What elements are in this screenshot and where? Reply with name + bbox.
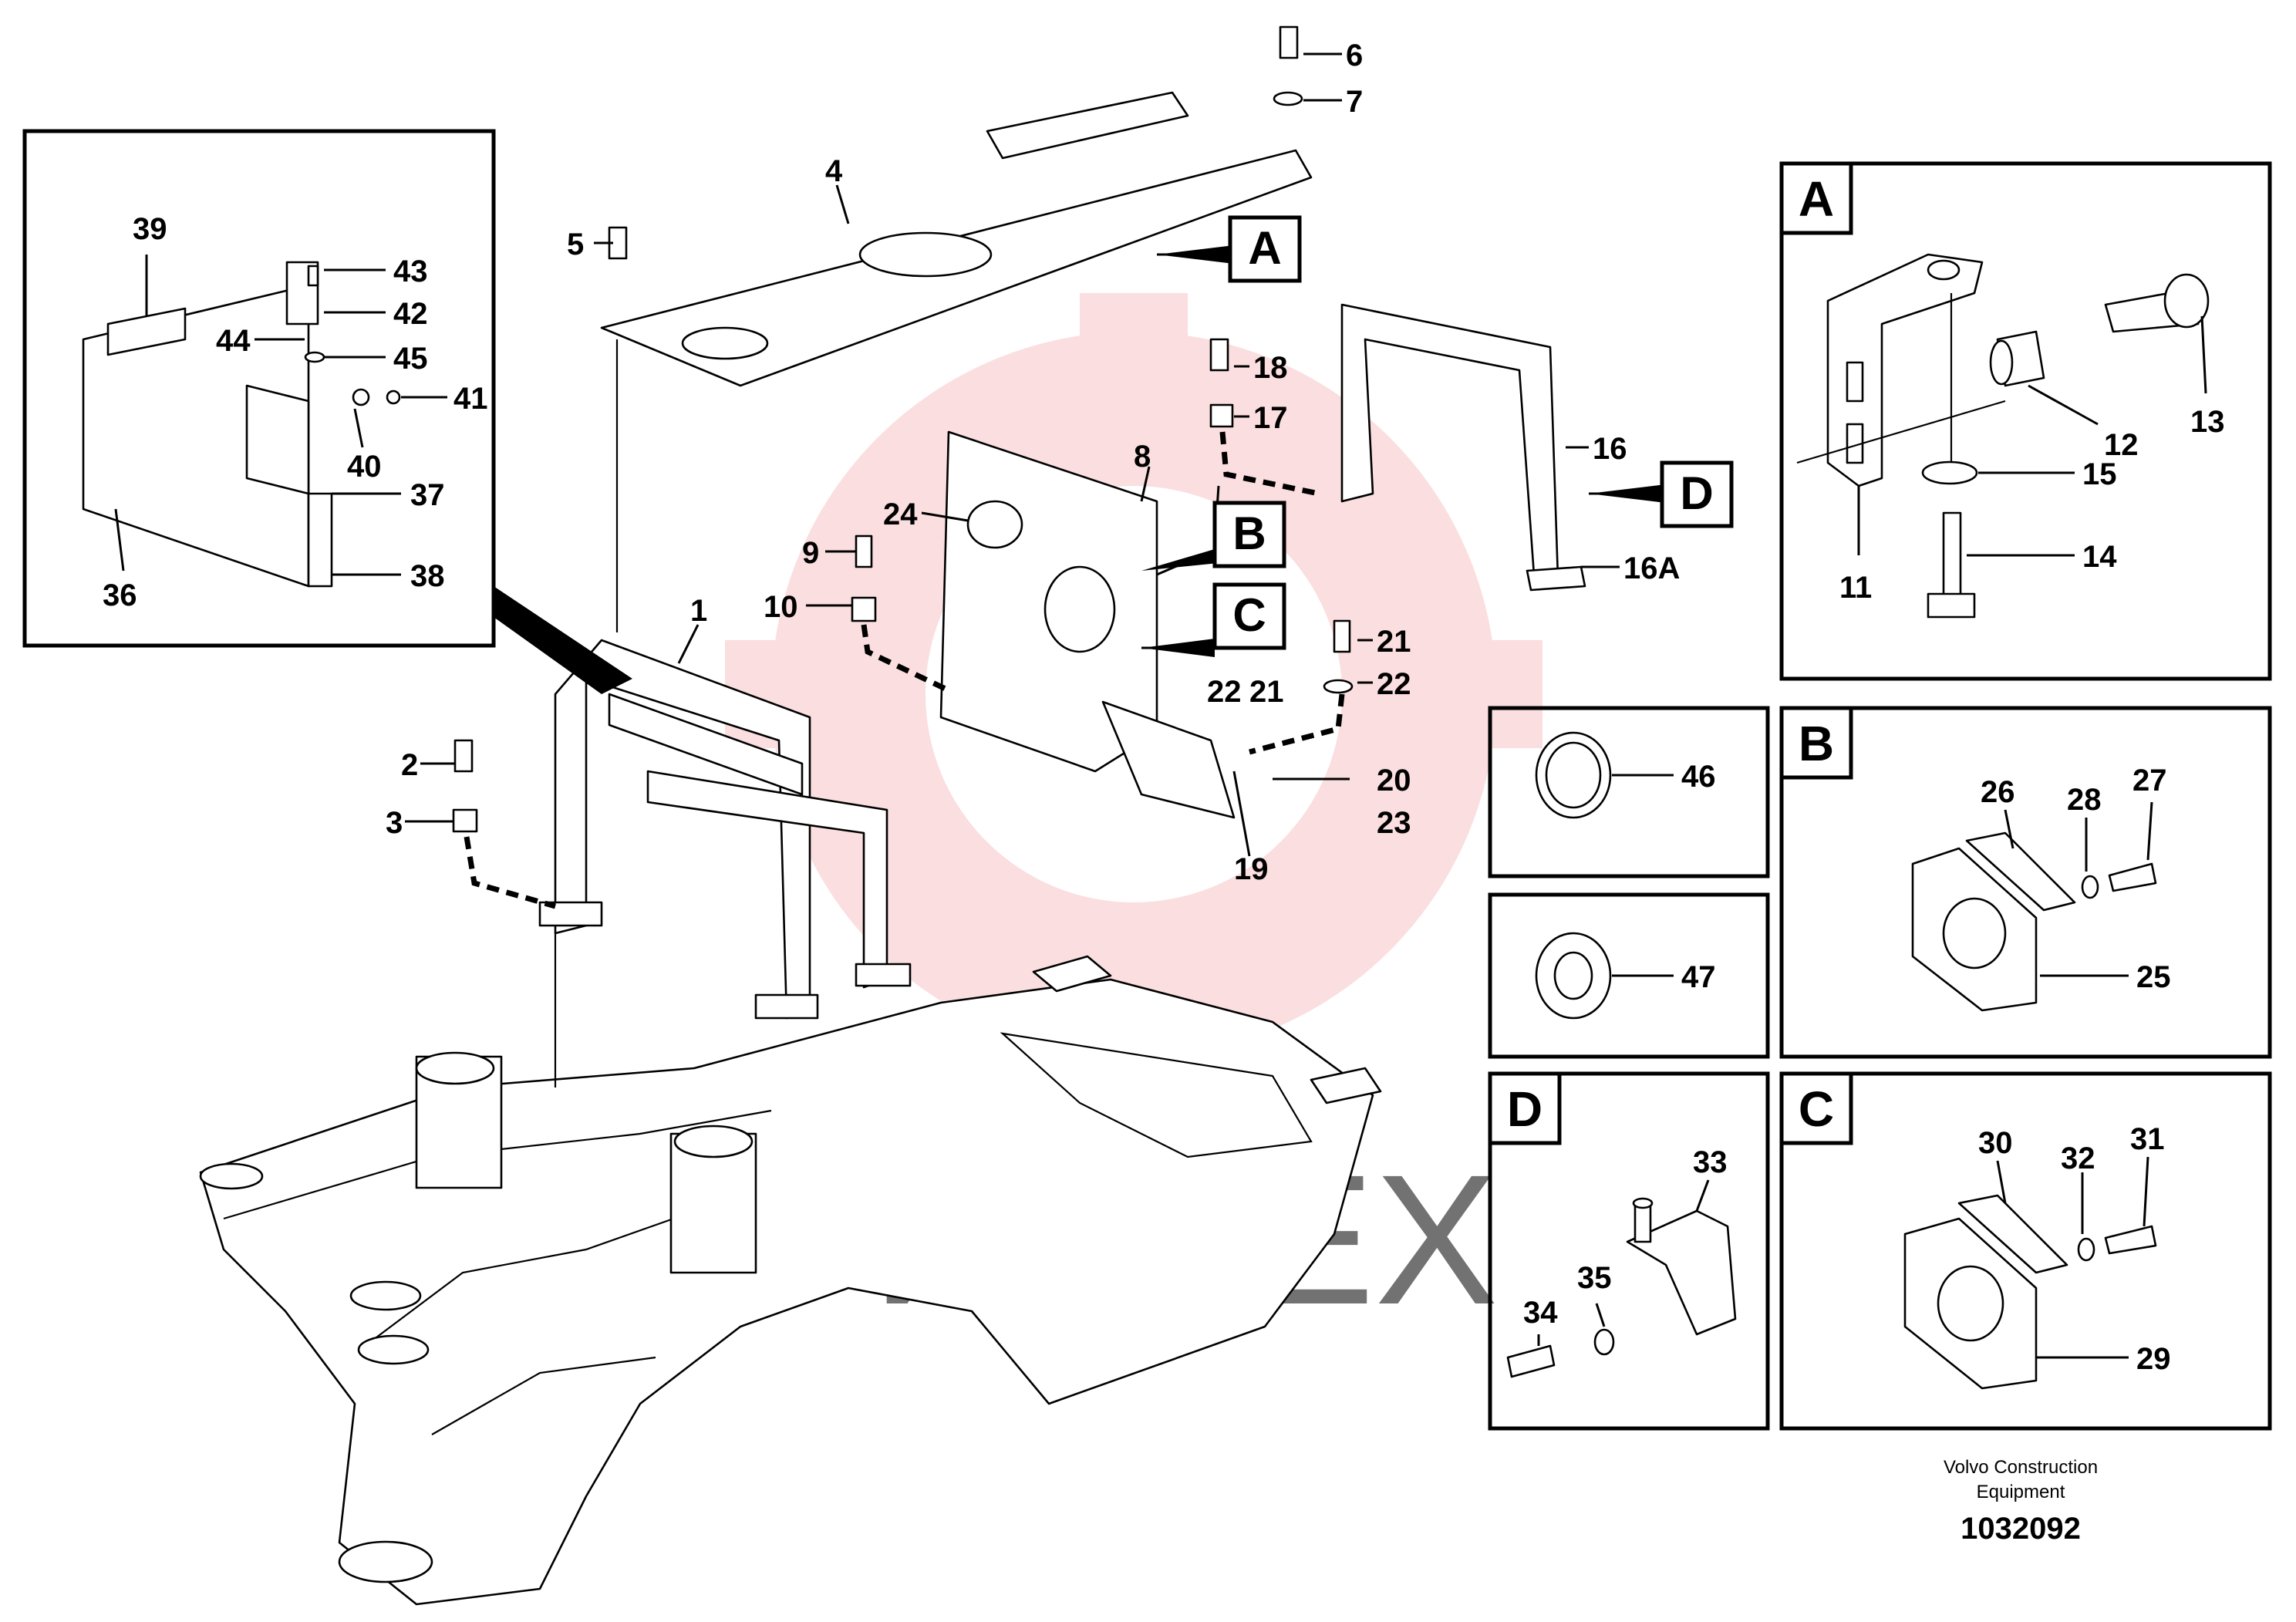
panel-d-frame: [1488, 1071, 1770, 1431]
label-12: 12: [2104, 428, 2139, 462]
label-31: 31: [2130, 1122, 2165, 1156]
panel-46-frame: [1488, 706, 1770, 878]
panel-a-frame: [1779, 161, 2272, 681]
label-10: 10: [764, 590, 798, 624]
label-13: 13: [2190, 405, 2225, 439]
bracket-16-drawing: [1340, 303, 1586, 592]
panel-b-frame: [1779, 706, 2272, 1059]
callout-arrows: [1141, 245, 1666, 657]
label-9: 9: [802, 536, 819, 570]
label-25: 25: [2136, 960, 2171, 994]
panel-c-tag: C: [1799, 1081, 1834, 1137]
panel-b-tag: B: [1799, 716, 1834, 771]
fasteners-main: [452, 25, 1354, 833]
label-42: 42: [393, 297, 428, 331]
callout-box-a: [1228, 215, 1302, 283]
detail-panel-c: C 30 32 31 29: [1779, 1071, 2272, 1431]
callout-d-label: D: [1680, 467, 1713, 519]
label-32: 32: [2061, 1141, 2095, 1175]
label-41: 41: [453, 382, 488, 416]
panel-b-tag-box: [1779, 706, 1853, 780]
detail-panel-b: B 26 28 27 25: [1779, 706, 2272, 1059]
label-14: 14: [2082, 540, 2117, 574]
label-6: 6: [1346, 39, 1363, 73]
detail-panel-46: 46: [1488, 706, 1770, 878]
label-4: 4: [825, 154, 843, 188]
callout-b-label: B: [1232, 508, 1266, 559]
label-22a: 22: [1377, 667, 1411, 701]
inset-top-left: 39 43 42 44 45 41 40 37 38 36: [22, 129, 632, 694]
publisher-line-2: Equipment: [1977, 1482, 2065, 1502]
label-2: 2: [401, 748, 418, 782]
label-22b: 22: [1207, 675, 1242, 709]
label-36: 36: [103, 578, 137, 612]
label-27: 27: [2132, 764, 2167, 798]
label-1: 1: [690, 594, 707, 628]
label-43: 43: [393, 255, 428, 288]
label-17: 17: [1253, 401, 1288, 435]
drawing-number: 1032092: [1961, 1512, 2081, 1546]
main-frame-drawing: [199, 955, 1382, 1606]
label-29: 29: [2136, 1342, 2171, 1376]
label-11: 11: [1839, 571, 1872, 605]
label-44: 44: [216, 324, 251, 358]
callout-box-b: [1212, 501, 1286, 568]
label-19: 19: [1234, 852, 1269, 886]
label-35: 35: [1577, 1261, 1612, 1295]
label-15: 15: [2082, 457, 2117, 491]
label-30: 30: [1978, 1126, 2013, 1160]
top-plate-drawing: [600, 91, 1313, 387]
label-20: 20: [1377, 764, 1411, 798]
detail-panel-d: D 33 35 34: [1488, 1071, 1770, 1431]
label-34: 34: [1523, 1296, 1558, 1330]
label-40: 40: [347, 450, 382, 484]
panel-c-tag-box: [1779, 1071, 1853, 1145]
label-8: 8: [1134, 440, 1151, 474]
label-45: 45: [393, 342, 428, 376]
dashed-connection-lines: [464, 339, 1345, 1088]
label-23: 23: [1377, 806, 1411, 840]
inset-top-left-frame: [22, 129, 496, 648]
panel-47-frame: [1488, 892, 1770, 1059]
callout-c-label: C: [1232, 589, 1266, 641]
label-5: 5: [567, 228, 584, 261]
detail-panel-47: 47: [1488, 892, 1770, 1059]
main-part-labels: 6 7 4 5 1 2 3 8 9 10 24 18 17 16 16A 21 …: [386, 39, 1680, 886]
label-26: 26: [1981, 775, 2015, 809]
label-3: 3: [386, 806, 403, 840]
panel-c-frame: [1779, 1071, 2272, 1431]
callout-box-d: [1660, 460, 1734, 528]
publisher-line-1: Volvo Construction: [1944, 1457, 2098, 1478]
label-21a: 21: [1377, 625, 1411, 659]
detail-panel-a: A 12 13 15 14 11: [1779, 161, 2272, 681]
label-46: 46: [1681, 760, 1716, 794]
callout-box-c: [1212, 582, 1286, 650]
label-24: 24: [883, 497, 918, 531]
label-18: 18: [1253, 351, 1288, 385]
callout-a-label: A: [1248, 222, 1281, 274]
label-7: 7: [1346, 85, 1363, 119]
label-28: 28: [2067, 783, 2102, 817]
label-21b: 21: [1249, 675, 1284, 709]
label-16a: 16A: [1623, 551, 1680, 585]
label-33: 33: [1693, 1145, 1728, 1179]
label-38: 38: [410, 559, 445, 593]
panel-d-tag-box: [1488, 1071, 1562, 1145]
label-39: 39: [133, 212, 167, 246]
panel-8-drawing: [939, 430, 1236, 819]
panel-d-tag: D: [1507, 1081, 1542, 1137]
panel-a-tag: A: [1799, 171, 1834, 227]
label-37: 37: [410, 478, 445, 512]
panel-a-tag-box: [1779, 161, 1853, 235]
label-16: 16: [1593, 432, 1627, 466]
label-47: 47: [1681, 960, 1716, 994]
